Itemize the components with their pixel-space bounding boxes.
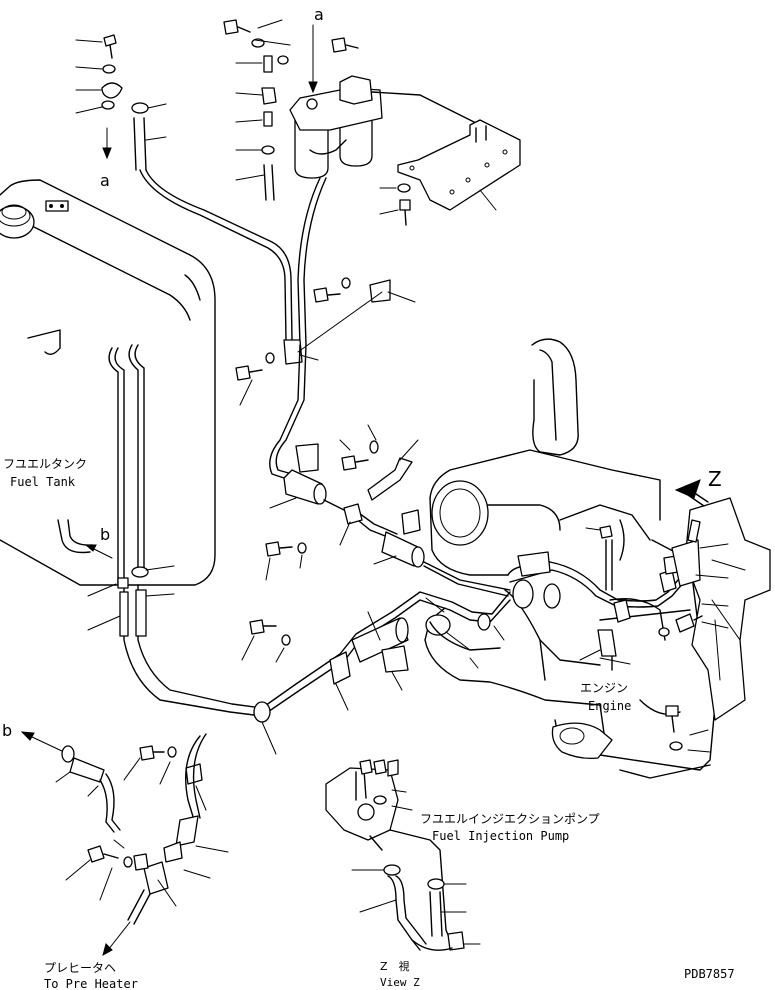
hose-clamp-top [131, 102, 149, 114]
view-z-leaders [351, 789, 481, 945]
marker-b-left: b [2, 721, 12, 740]
bolt-top [223, 19, 239, 35]
view-z-injection-pump [325, 759, 465, 951]
marker-b-tank: b [100, 525, 110, 544]
preheater-branch [61, 733, 207, 957]
engine-label-jp: エンジン [580, 681, 628, 695]
tank-outlet-fittings [87, 565, 175, 637]
leader-filter-1 [269, 497, 297, 509]
bracket-bolt [379, 183, 411, 226]
left-b-arrow: b [2, 721, 65, 753]
inline-filter-2 [373, 509, 511, 597]
engine-leaders [579, 527, 729, 753]
lower-line-fittings [253, 613, 501, 723]
upper-left-fittings: a [100, 34, 149, 190]
filter-bracket [397, 119, 521, 211]
leader-lines-top [235, 19, 291, 181]
tank-pipe-1 [114, 347, 125, 586]
fuel-tank-label-en: Fuel Tank [10, 475, 76, 489]
leader-lines-upper-left [75, 39, 167, 141]
preheater-label-en: To Pre Heater [44, 977, 138, 990]
pump-label-jp: フユエルインジエクションポンプ [420, 812, 600, 826]
leader-bracket [479, 189, 497, 211]
view-z-label-jp: Z 視 [380, 959, 410, 973]
washer [102, 64, 116, 74]
lower-left-leaders [55, 757, 229, 907]
engine-bolt-lower [665, 705, 683, 751]
mid-bolt-left [265, 541, 307, 581]
preheater-label-jp: プレヒータヘ [44, 961, 116, 975]
arrow-down-a [102, 147, 112, 160]
inline-filter-1 [283, 443, 349, 513]
fuel-tank [0, 179, 216, 586]
engine-label-en: Engine [588, 699, 631, 713]
b-arrow-tank: b [84, 525, 113, 559]
arrow-down-a-top [308, 81, 318, 94]
marker-a-top: a [314, 5, 324, 24]
drawing-number: PDB7857 [684, 967, 735, 981]
pump-label-en: Fuel Injection Pump [432, 829, 569, 843]
clamp-mid [339, 503, 363, 546]
filter-line-mid [269, 344, 301, 481]
top-fittings [223, 19, 359, 201]
view-z-label-en: View Z [380, 976, 420, 989]
lower-bolt-group [241, 619, 291, 663]
filter-outlet-pipe [297, 177, 321, 346]
marker-a-left: a [100, 171, 110, 190]
engine-fittings [512, 519, 703, 657]
tank-return-hose [57, 519, 91, 554]
marker-z: Z [708, 467, 722, 491]
bolt-head [103, 34, 117, 47]
lower-leaders [261, 597, 505, 755]
engine-fuel-line [507, 561, 679, 602]
eye-joint [101, 82, 123, 99]
tank-hook [27, 329, 61, 355]
fuel-line-upper [139, 169, 287, 341]
mid-bracket [339, 424, 419, 501]
tank-plate [45, 200, 69, 212]
middle-clamp [235, 277, 416, 406]
fuel-filter [289, 75, 481, 179]
fuel-tank-label-jp: フユエルタンク [3, 457, 87, 471]
filler-cap [0, 204, 35, 239]
lower-fuel-line [123, 584, 263, 717]
view-z-arrow: Z [674, 467, 722, 507]
